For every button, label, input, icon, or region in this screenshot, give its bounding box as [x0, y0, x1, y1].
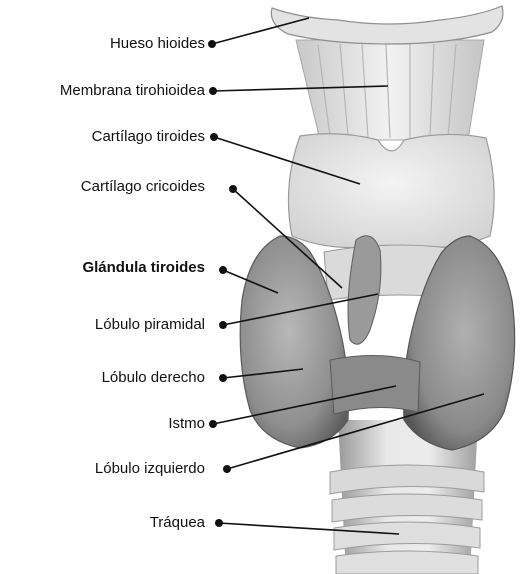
label-isthmus: Istmo — [168, 415, 205, 433]
label-cricoid-cartilage: Cartílago cricoides — [81, 178, 205, 196]
isthmus-shape — [330, 355, 420, 414]
label-left-lobe: Lóbulo izquierdo — [95, 460, 205, 478]
hyoid-bone-shape — [271, 6, 503, 44]
label-thyrohyoid-membrane: Membrana tirohioidea — [60, 82, 205, 100]
thyrohyoid-membrane-shape — [296, 40, 484, 140]
label-pyramidal-lobe: Lóbulo piramidal — [95, 316, 205, 334]
label-trachea: Tráquea — [150, 514, 205, 532]
label-hyoid-bone: Hueso hioides — [110, 35, 205, 53]
label-right-lobe: Lóbulo derecho — [102, 369, 205, 387]
label-thyroid-gland: Glándula tiroides — [82, 259, 205, 277]
label-thyroid-cartilage: Cartílago tiroides — [92, 128, 205, 146]
